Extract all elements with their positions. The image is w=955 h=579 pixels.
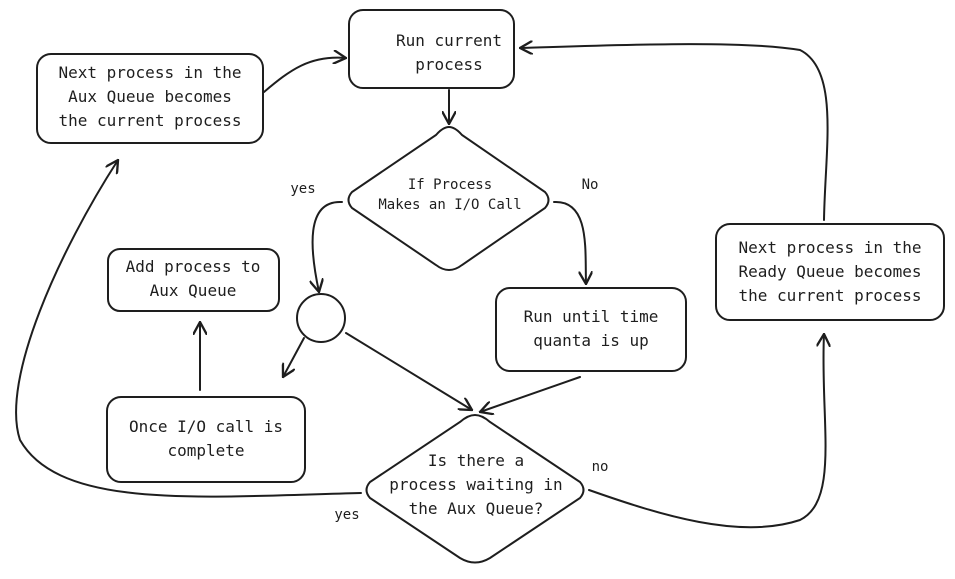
- edge-circle-to-aux-decision: [345, 332, 472, 410]
- label-aux-no: no: [592, 459, 609, 475]
- edge-next-aux-to-run: [263, 58, 346, 93]
- label-aux-yes: yes: [334, 507, 359, 523]
- edge-circle-to-complete: [283, 337, 305, 377]
- label-io-yes: yes: [290, 181, 315, 197]
- label-io-no: No: [582, 177, 599, 193]
- edge-next-ready-to-run: [520, 44, 829, 221]
- edge-aux-yes: [15, 160, 362, 498]
- junction-circle: [296, 293, 346, 343]
- edge-aux-no: [588, 334, 826, 529]
- edge-io-yes: [313, 200, 343, 292]
- edge-quanta-to-aux-decision: [480, 376, 581, 412]
- edge-io-no: [553, 200, 586, 284]
